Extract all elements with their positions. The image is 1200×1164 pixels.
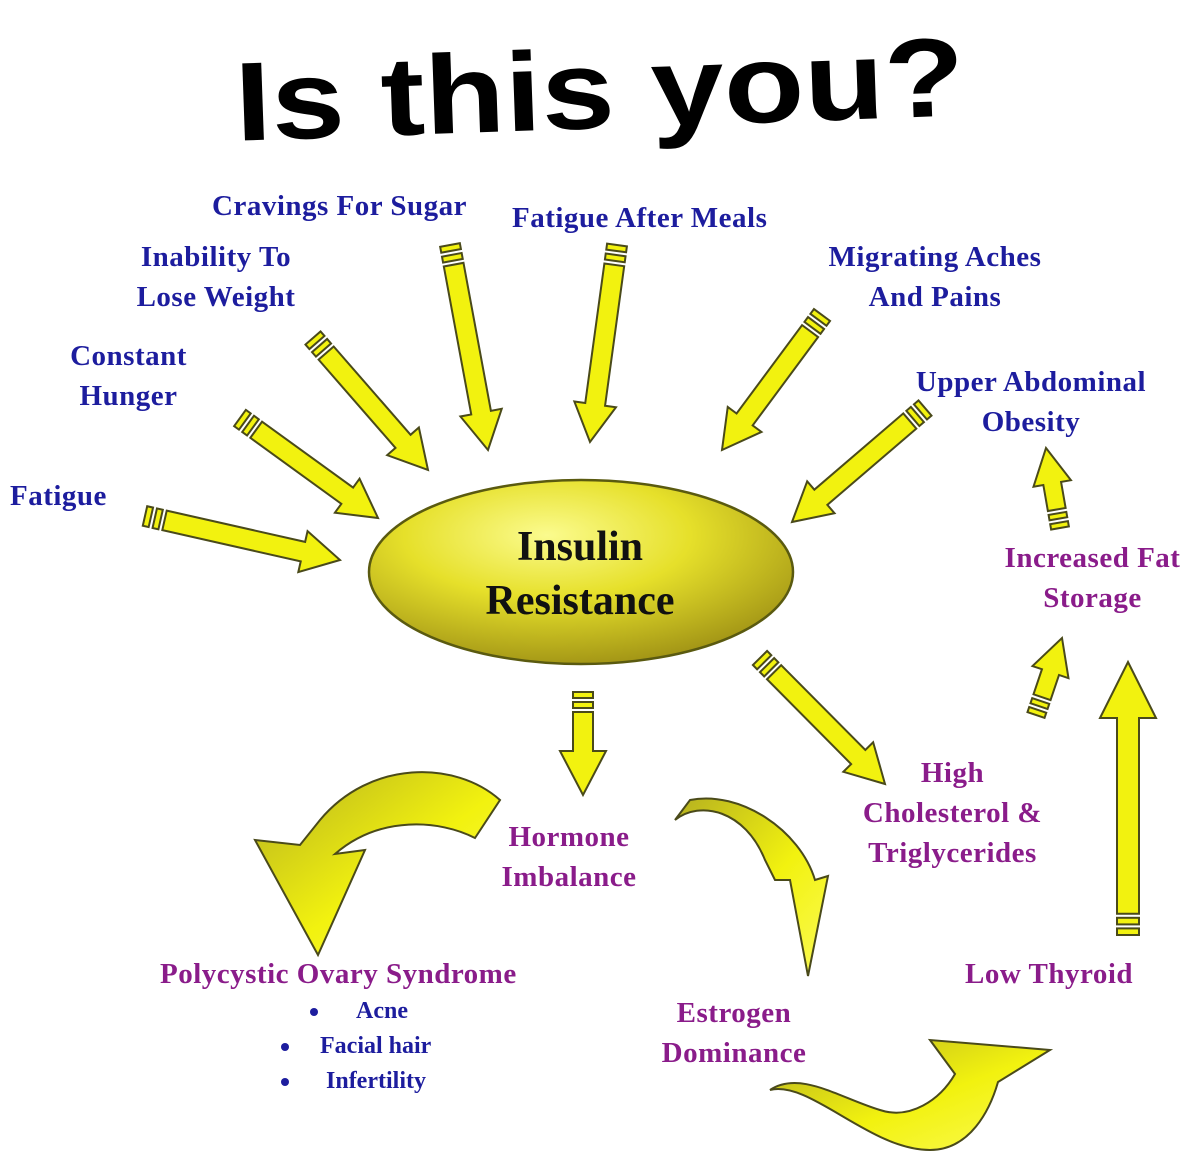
arrow-tail-stripe	[1116, 927, 1140, 936]
label-fatigue: Fatigue	[10, 480, 107, 512]
label-increased-fat-storage: Increased Fat Storage	[985, 538, 1200, 618]
arrow-from-migrating-aches	[720, 307, 832, 452]
label-pcos: Polycystic Ovary Syndrome	[160, 958, 517, 990]
arrow-body	[1098, 659, 1158, 915]
arrow-body	[248, 420, 380, 520]
label-high-cholesterol: High Cholesterol & Triglycerides	[845, 753, 1060, 873]
arrow-tail-stripe	[751, 649, 773, 671]
migrating-line-2: And Pains	[868, 281, 1002, 313]
hunger-line-1: Constant	[70, 340, 187, 372]
inability-line-1: Inability To	[140, 241, 292, 273]
arrow-tail-stripe	[1047, 510, 1069, 522]
inability-line-2: Lose Weight	[136, 281, 296, 313]
arrow-to-increased-fat	[1026, 635, 1070, 720]
arrow-tail-stripe	[803, 315, 826, 336]
pcos-item-facial-hair: Facial hair	[270, 1029, 510, 1064]
page-title: Is this you?	[233, 14, 967, 164]
arrow-tail-stripe	[605, 242, 629, 254]
curved-arrow-to-estrogen	[674, 797, 830, 977]
arrow-tail-stripe	[439, 242, 463, 254]
arrow-from-fatigue	[141, 505, 343, 574]
arrow-to-hormone-imbalance	[558, 691, 608, 798]
fat-line-1: Increased Fat	[1004, 542, 1181, 574]
arrow-to-low-thyroid	[1098, 659, 1158, 936]
chol-line-1: High	[920, 757, 985, 789]
arrow-body	[161, 509, 343, 574]
arrow-tail-stripe	[912, 398, 933, 421]
label-cravings-for-sugar: Cravings For Sugar	[212, 190, 467, 222]
arrow-tail-stripe	[603, 252, 627, 264]
label-low-thyroid: Low Thyroid	[965, 958, 1134, 990]
hormone-line-2: Imbalance	[501, 861, 637, 893]
arrow-tail-stripe	[440, 251, 464, 264]
arrow-tail-stripe	[572, 701, 594, 709]
label-hormone-imbalance: Hormone Imbalance	[480, 817, 658, 897]
arrow-from-upper-obesity	[790, 398, 933, 524]
arrow-tail-stripe	[310, 337, 333, 359]
pcos-symptom-list: Acne Facial hair Infertility	[270, 994, 510, 1099]
pcos-item-acne: Acne	[270, 994, 510, 1029]
arrow-body	[790, 412, 918, 524]
arrow-from-inability	[304, 330, 430, 472]
arrow-tail-stripe	[304, 330, 326, 351]
arrow-body	[317, 345, 430, 472]
arrow-tail-stripe	[240, 414, 261, 437]
arrow-tail-stripe	[758, 656, 780, 678]
hunger-line-2: Hunger	[79, 380, 178, 412]
arrow-body	[1032, 445, 1073, 513]
estrogen-line-2: Dominance	[661, 1037, 807, 1069]
fat-line-2: Storage	[1043, 582, 1142, 614]
arrow-from-fatigue-after-meals	[572, 242, 629, 445]
label-inability-to-lose-weight: Inability To Lose Weight	[116, 237, 316, 317]
upper-line-1: Upper Abdominal	[915, 366, 1147, 398]
arrow-body	[1030, 635, 1070, 702]
arrow-tail-stripe	[808, 307, 832, 328]
arrow-tail-stripe	[151, 507, 165, 531]
chol-line-3: Triglycerides	[868, 837, 1037, 869]
arrow-body	[558, 711, 608, 798]
arrow-body	[442, 261, 504, 453]
estrogen-line-1: Estrogen	[676, 997, 792, 1029]
arrow-tail-stripe	[141, 505, 155, 529]
center-line-2: Resistance	[485, 578, 675, 624]
label-estrogen-dominance: Estrogen Dominance	[640, 993, 828, 1073]
arrow-tail-stripe	[1029, 696, 1051, 711]
curved-arrow-to-thyroid	[769, 1038, 1054, 1152]
arrow-to-high-cholesterol	[751, 649, 887, 786]
straight-arrows	[141, 242, 1158, 936]
arrow-tail-stripe	[232, 408, 253, 432]
arrow-tail-stripe	[1049, 519, 1071, 531]
hormone-line-1: Hormone	[508, 821, 630, 853]
arrow-body	[720, 323, 820, 452]
center-label: Insulin Resistance	[370, 520, 790, 628]
label-upper-abdominal-obesity: Upper Abdominal Obesity	[896, 362, 1166, 442]
arrow-tail-stripe	[572, 691, 594, 699]
curved-arrow-to-pcos	[253, 771, 502, 958]
arrow-tail-stripe	[1026, 705, 1048, 720]
label-migrating-aches: Migrating Aches And Pains	[810, 237, 1060, 317]
arrow-from-cravings	[439, 242, 504, 453]
label-constant-hunger: Constant Hunger	[56, 336, 201, 416]
arrow-to-upper-obesity	[1032, 445, 1073, 531]
chol-line-2: Cholesterol &	[862, 797, 1043, 829]
upper-line-2: Obesity	[981, 406, 1081, 438]
migrating-line-1: Migrating Aches	[828, 241, 1042, 273]
arrow-from-constant-hunger	[232, 408, 380, 520]
arrow-tail-stripe	[1116, 916, 1140, 926]
arrow-body	[765, 663, 887, 786]
label-fatigue-after-meals: Fatigue After Meals	[512, 202, 768, 234]
center-line-1: Insulin	[516, 524, 644, 570]
arrow-body	[572, 262, 626, 445]
insulin-resistance-ellipse	[367, 478, 795, 666]
pcos-item-infertility: Infertility	[270, 1064, 510, 1099]
arrow-tail-stripe	[904, 405, 926, 428]
